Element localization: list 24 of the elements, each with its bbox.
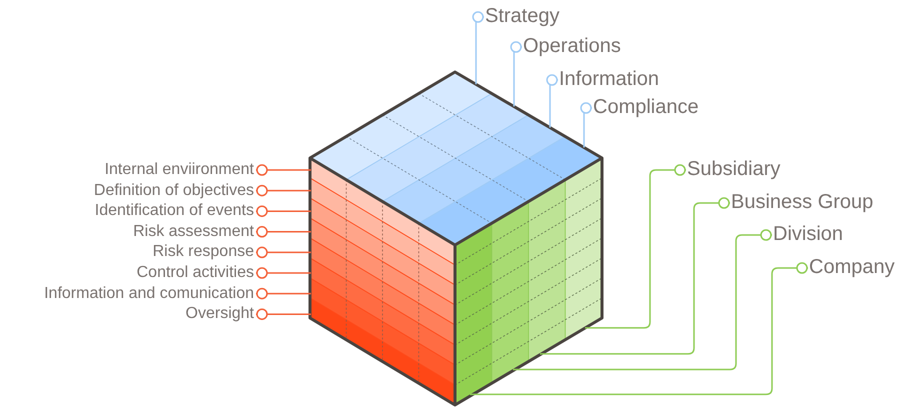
leader-line [256, 288, 311, 300]
leader-line [470, 262, 808, 396]
leader-line [256, 205, 311, 217]
leader-line [256, 164, 311, 176]
category-label: Information [559, 67, 660, 91]
category-label: Compliance [593, 95, 699, 119]
leader-line [472, 11, 484, 84]
category-label: Business Group [731, 190, 874, 214]
category-label: Operations [523, 34, 621, 58]
leader-line [256, 308, 311, 320]
leader-line [546, 74, 558, 128]
leader-line [580, 102, 592, 148]
category-label: Company [809, 255, 895, 279]
leader-line [585, 164, 686, 329]
leader-line [540, 197, 730, 355]
category-label: Division [773, 222, 844, 246]
leader-line [513, 229, 772, 370]
category-label: Subsidiary [687, 157, 780, 181]
category-label: Strategy [485, 4, 560, 28]
leader-line [256, 226, 311, 238]
leader-line [256, 246, 311, 258]
leader-line [256, 267, 311, 279]
leader-line [256, 184, 311, 196]
leader-line [510, 41, 522, 106]
